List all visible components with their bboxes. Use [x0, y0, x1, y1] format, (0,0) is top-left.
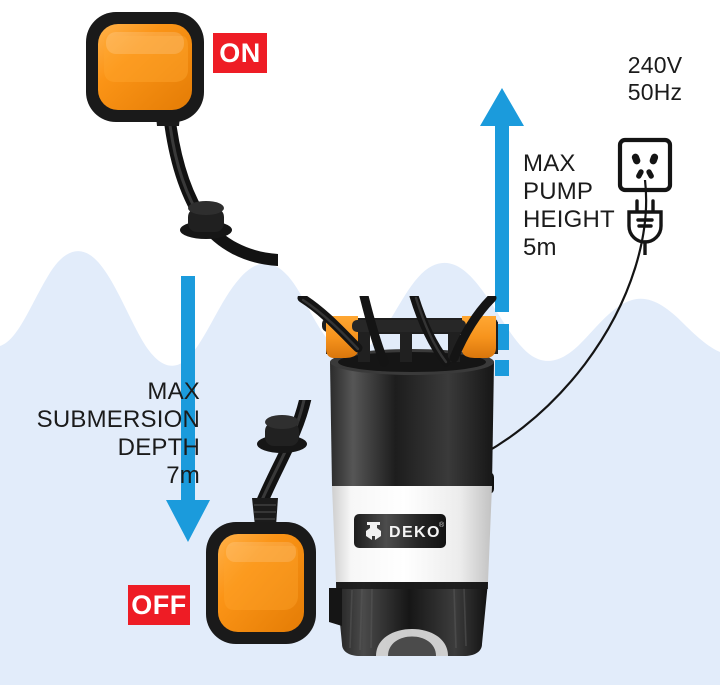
status-badge-on: ON: [213, 33, 267, 73]
svg-text:DEKO: DEKO: [389, 524, 441, 541]
arrow-up-icon: [478, 86, 526, 376]
power-socket-icon: [617, 137, 673, 193]
power-socket-shape: [617, 137, 673, 193]
status-badge-off: OFF: [128, 585, 190, 625]
arrow-down-shape: [166, 276, 210, 542]
power-cord-path: [457, 178, 648, 468]
max-submersion-depth-label: MAX SUBMERSION DEPTH 7m: [36, 378, 200, 489]
pump-illustration: DEKO ®: [297, 296, 498, 656]
arrow-down-icon: [164, 272, 212, 544]
float-body-upper: [86, 12, 204, 122]
float-body-lower: [206, 522, 316, 644]
cable-grommet-upper: [180, 201, 232, 239]
cable-grommet-lower: [257, 415, 307, 453]
float-switch-upper-shape: [86, 12, 278, 266]
float-switch-lower-shape: [206, 400, 316, 644]
voltage-rating-label: 240V 50Hz: [627, 52, 683, 105]
brand-badge: DEKO ®: [354, 514, 446, 548]
arrow-up-shape: [480, 88, 524, 376]
float-switch-upper: [78, 8, 278, 338]
max-pump-height-label: MAX PUMP HEIGHT 5m: [523, 150, 615, 261]
float-switch-lower: [186, 400, 346, 650]
power-cord: [455, 178, 690, 480]
svg-text:®: ®: [439, 521, 445, 529]
submersible-pump: DEKO ®: [296, 296, 528, 664]
